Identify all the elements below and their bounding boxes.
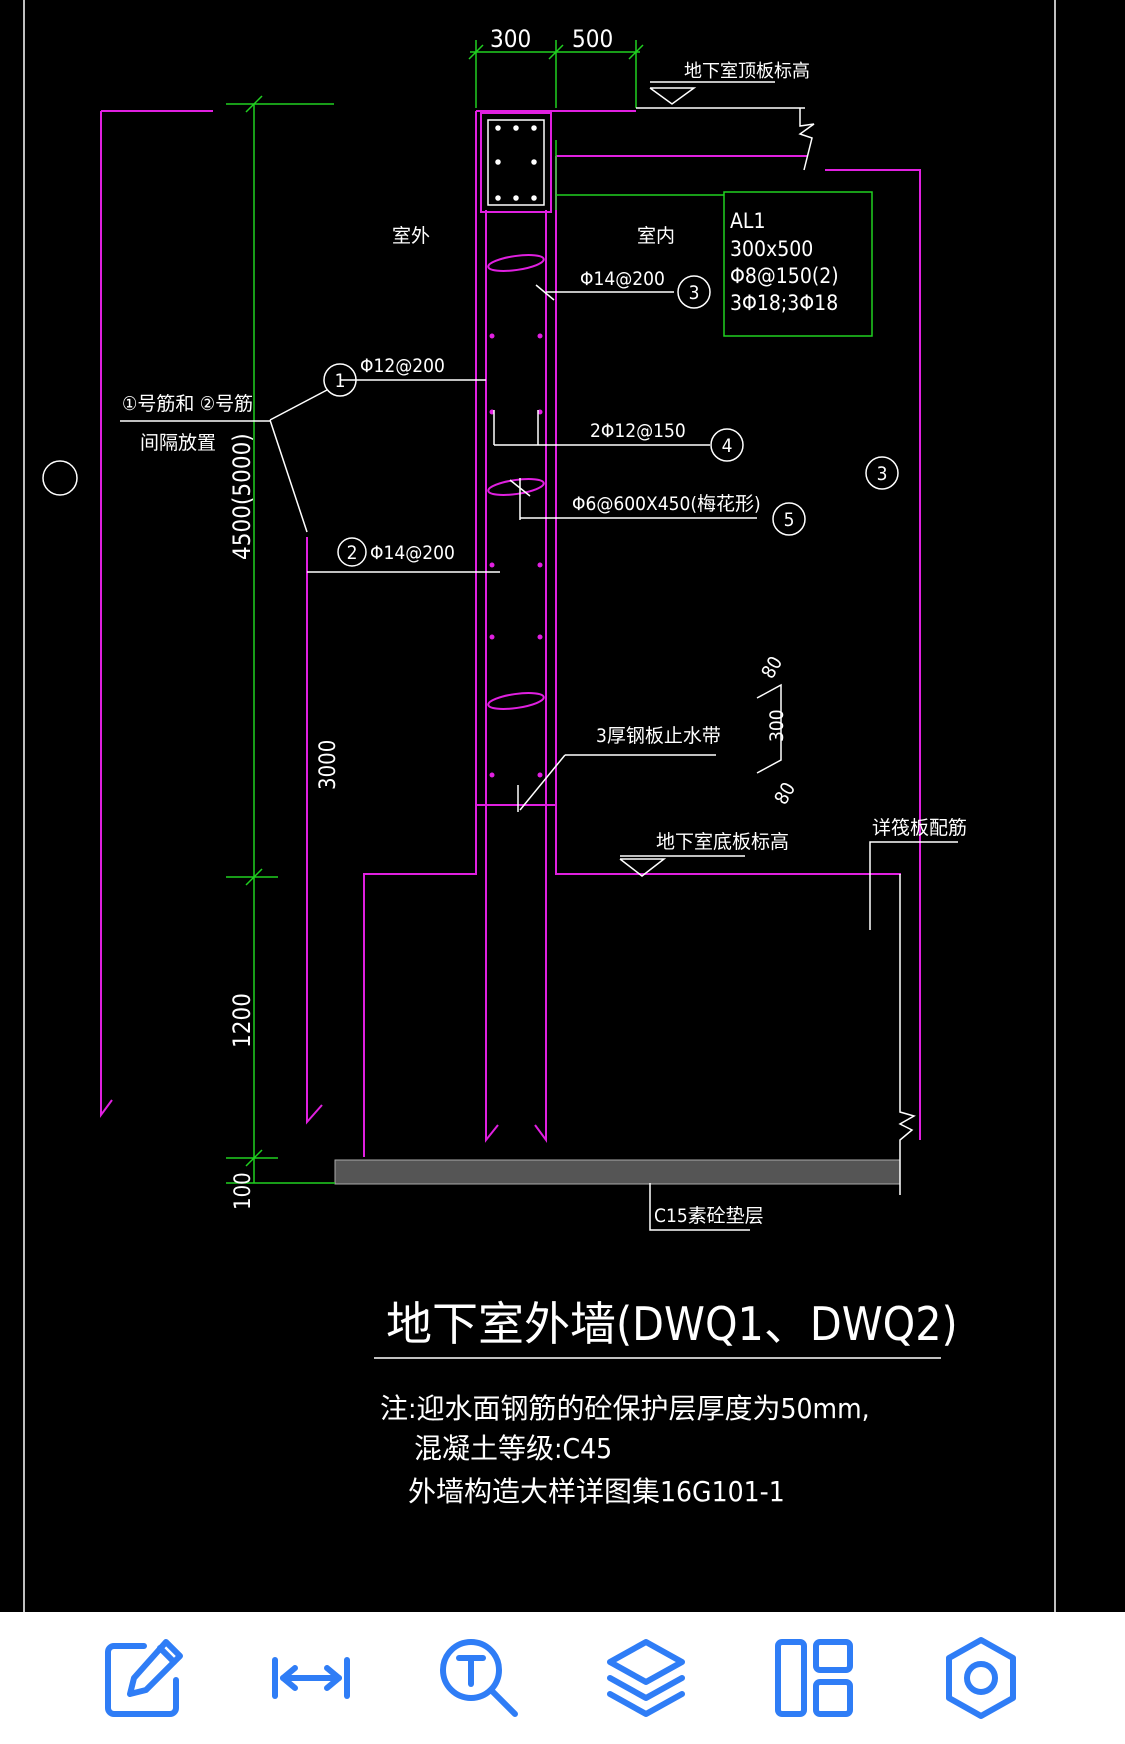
callout-4: 4 — [722, 435, 733, 457]
layout-button[interactable] — [769, 1628, 859, 1728]
settings-icon — [946, 1637, 1017, 1719]
beam-main-bars: 3Φ18;3Φ18 — [730, 291, 838, 315]
text-search-icon — [439, 1639, 518, 1717]
dim-3000: 3000 — [316, 740, 341, 790]
callout-2: 2 — [347, 542, 358, 564]
drawing-title: 地下室外墙(DWQ1、DWQ2) — [386, 1297, 958, 1351]
bottom-toolbar — [0, 1612, 1125, 1744]
beam-name: AL1 — [730, 209, 765, 233]
cad-drawing: 1 2 3 3 4 5 300 500 地下室顶板标高 室外 室内 Φ14@20… — [23, 0, 1056, 1612]
wall-ties — [487, 254, 545, 710]
bar-note-line2: 间隔放置 — [140, 432, 216, 454]
dimension-lines — [226, 40, 873, 1184]
layers-button[interactable] — [601, 1628, 691, 1728]
dim-1200: 1200 — [228, 993, 256, 1048]
dim-80-top: 80 — [757, 653, 787, 683]
dim-500: 500 — [572, 25, 613, 53]
outline-lines — [100, 110, 921, 1157]
edit-button[interactable] — [99, 1628, 189, 1728]
text-search-button[interactable] — [434, 1628, 524, 1728]
annotation-lines — [42, 81, 958, 1359]
note-line-1: 注:迎水面钢筋的砼保护层厚度为50mm, — [380, 1392, 870, 1425]
bar4-label: 2Φ12@150 — [590, 420, 686, 442]
drawing-viewport[interactable]: 1 2 3 3 4 5 300 500 地下室顶板标高 室外 室内 Φ14@20… — [0, 0, 1125, 1612]
callout-3: 3 — [689, 282, 700, 304]
callout-1: 1 — [335, 370, 346, 392]
note-line-2: 混凝土等级:C45 — [414, 1432, 612, 1465]
note-line-3: 外墙构造大样详图集16G101-1 — [408, 1475, 785, 1508]
measure-icon — [272, 1657, 351, 1699]
callouts — [323, 275, 899, 567]
wall-rebar-dots — [489, 333, 543, 778]
dim-300: 300 — [490, 25, 531, 53]
waterstop-label: 3厚钢板止水带 — [596, 725, 721, 747]
callout-numbers: 1 2 3 3 4 5 — [335, 282, 888, 564]
edit-icon — [104, 1639, 183, 1717]
inside-label: 室内 — [637, 225, 675, 247]
bar3-label: Φ14@200 — [580, 268, 665, 290]
raft-label: 详筏板配筋 — [872, 817, 967, 839]
dim-80-bottom: 80 — [770, 779, 800, 809]
bar1-label: Φ12@200 — [360, 355, 445, 377]
beam-size: 300x500 — [730, 237, 813, 261]
settings-button[interactable] — [936, 1628, 1026, 1728]
callout-5: 5 — [784, 509, 795, 531]
cushion-label: C15素砼垫层 — [654, 1205, 764, 1227]
bar-note-line1: ①号筋和 ②号筋 — [122, 393, 253, 415]
measure-button[interactable] — [266, 1628, 356, 1728]
layout-icon — [774, 1639, 853, 1717]
dim-100: 100 — [231, 1172, 256, 1210]
roof-elevation-label: 地下室顶板标高 — [684, 61, 810, 82]
bar5-label: Φ6@600X450(梅花形) — [572, 493, 761, 515]
outside-label: 室外 — [392, 225, 430, 247]
beam-section — [487, 119, 545, 206]
dim-300-slope: 300 — [766, 709, 788, 742]
callout-3-right: 3 — [877, 463, 888, 485]
beam-stirrup: Φ8@150(2) — [730, 264, 839, 288]
concrete-cushion — [334, 1159, 901, 1185]
dim-4500: 4500(5000) — [228, 433, 256, 560]
floor-elevation-label: 地下室底板标高 — [656, 831, 789, 853]
layers-icon — [607, 1639, 686, 1717]
bar2-label: Φ14@200 — [370, 542, 455, 564]
